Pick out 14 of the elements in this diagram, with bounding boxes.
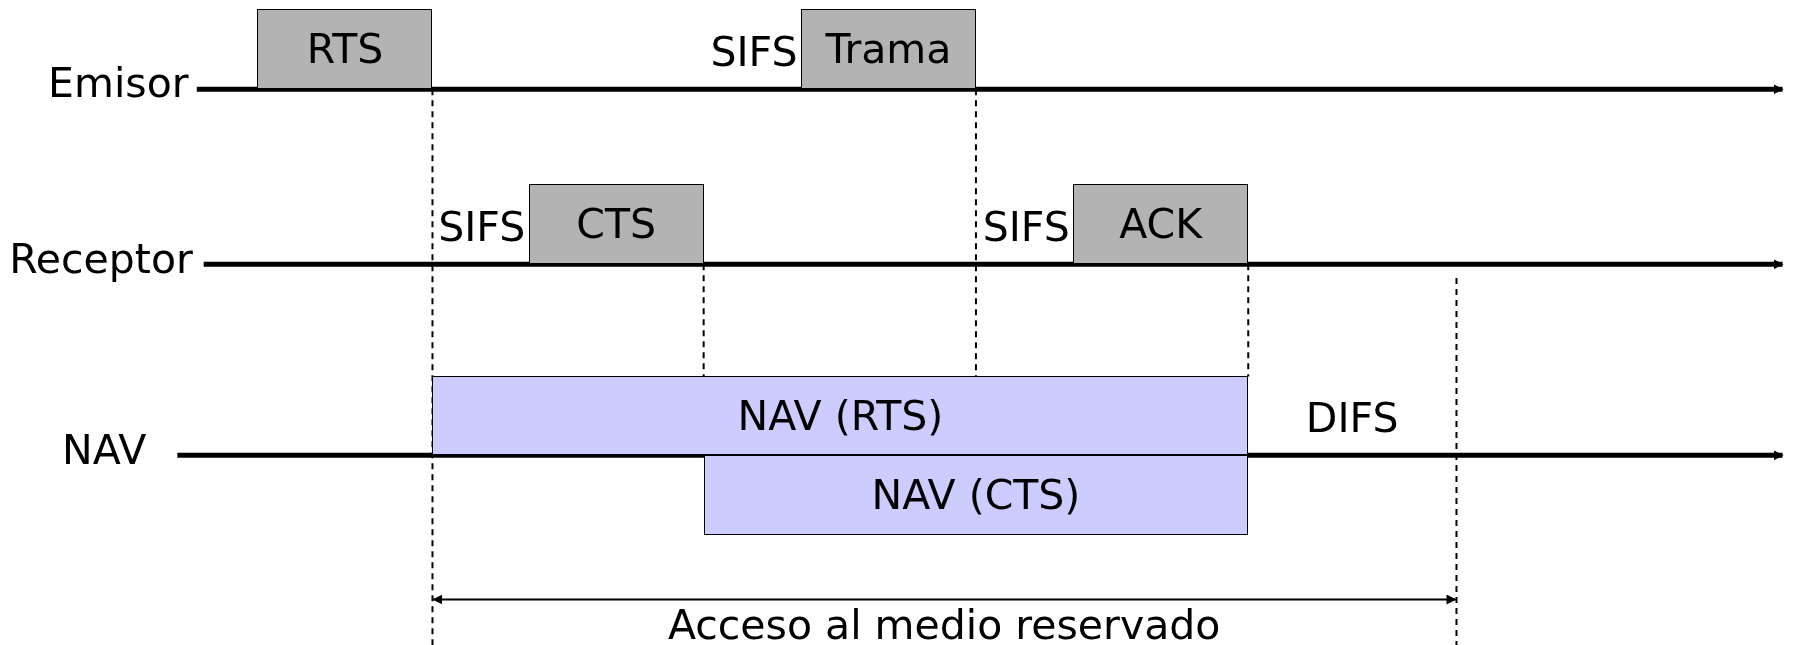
nav-period-bar: NAV (CTS) (703, 455, 1249, 536)
row-label: NAV (62, 430, 147, 472)
interval-label: DIFS (1305, 398, 1399, 440)
row-label: Receptor (9, 239, 193, 281)
row-label: Emisor (48, 63, 189, 104)
nav-period-bar: NAV (RTS) (432, 376, 1249, 456)
interval-label: SIFS (438, 207, 526, 249)
frame-block: ACK (1073, 184, 1249, 265)
frame-block: Trama (800, 9, 976, 90)
frame-block: CTS (528, 184, 704, 265)
interval-label: SIFS (710, 32, 798, 74)
interval-label: SIFS (982, 207, 1070, 249)
dimension-label: Acceso al medio reservado (667, 605, 1221, 645)
frame-block: RTS (257, 9, 433, 90)
